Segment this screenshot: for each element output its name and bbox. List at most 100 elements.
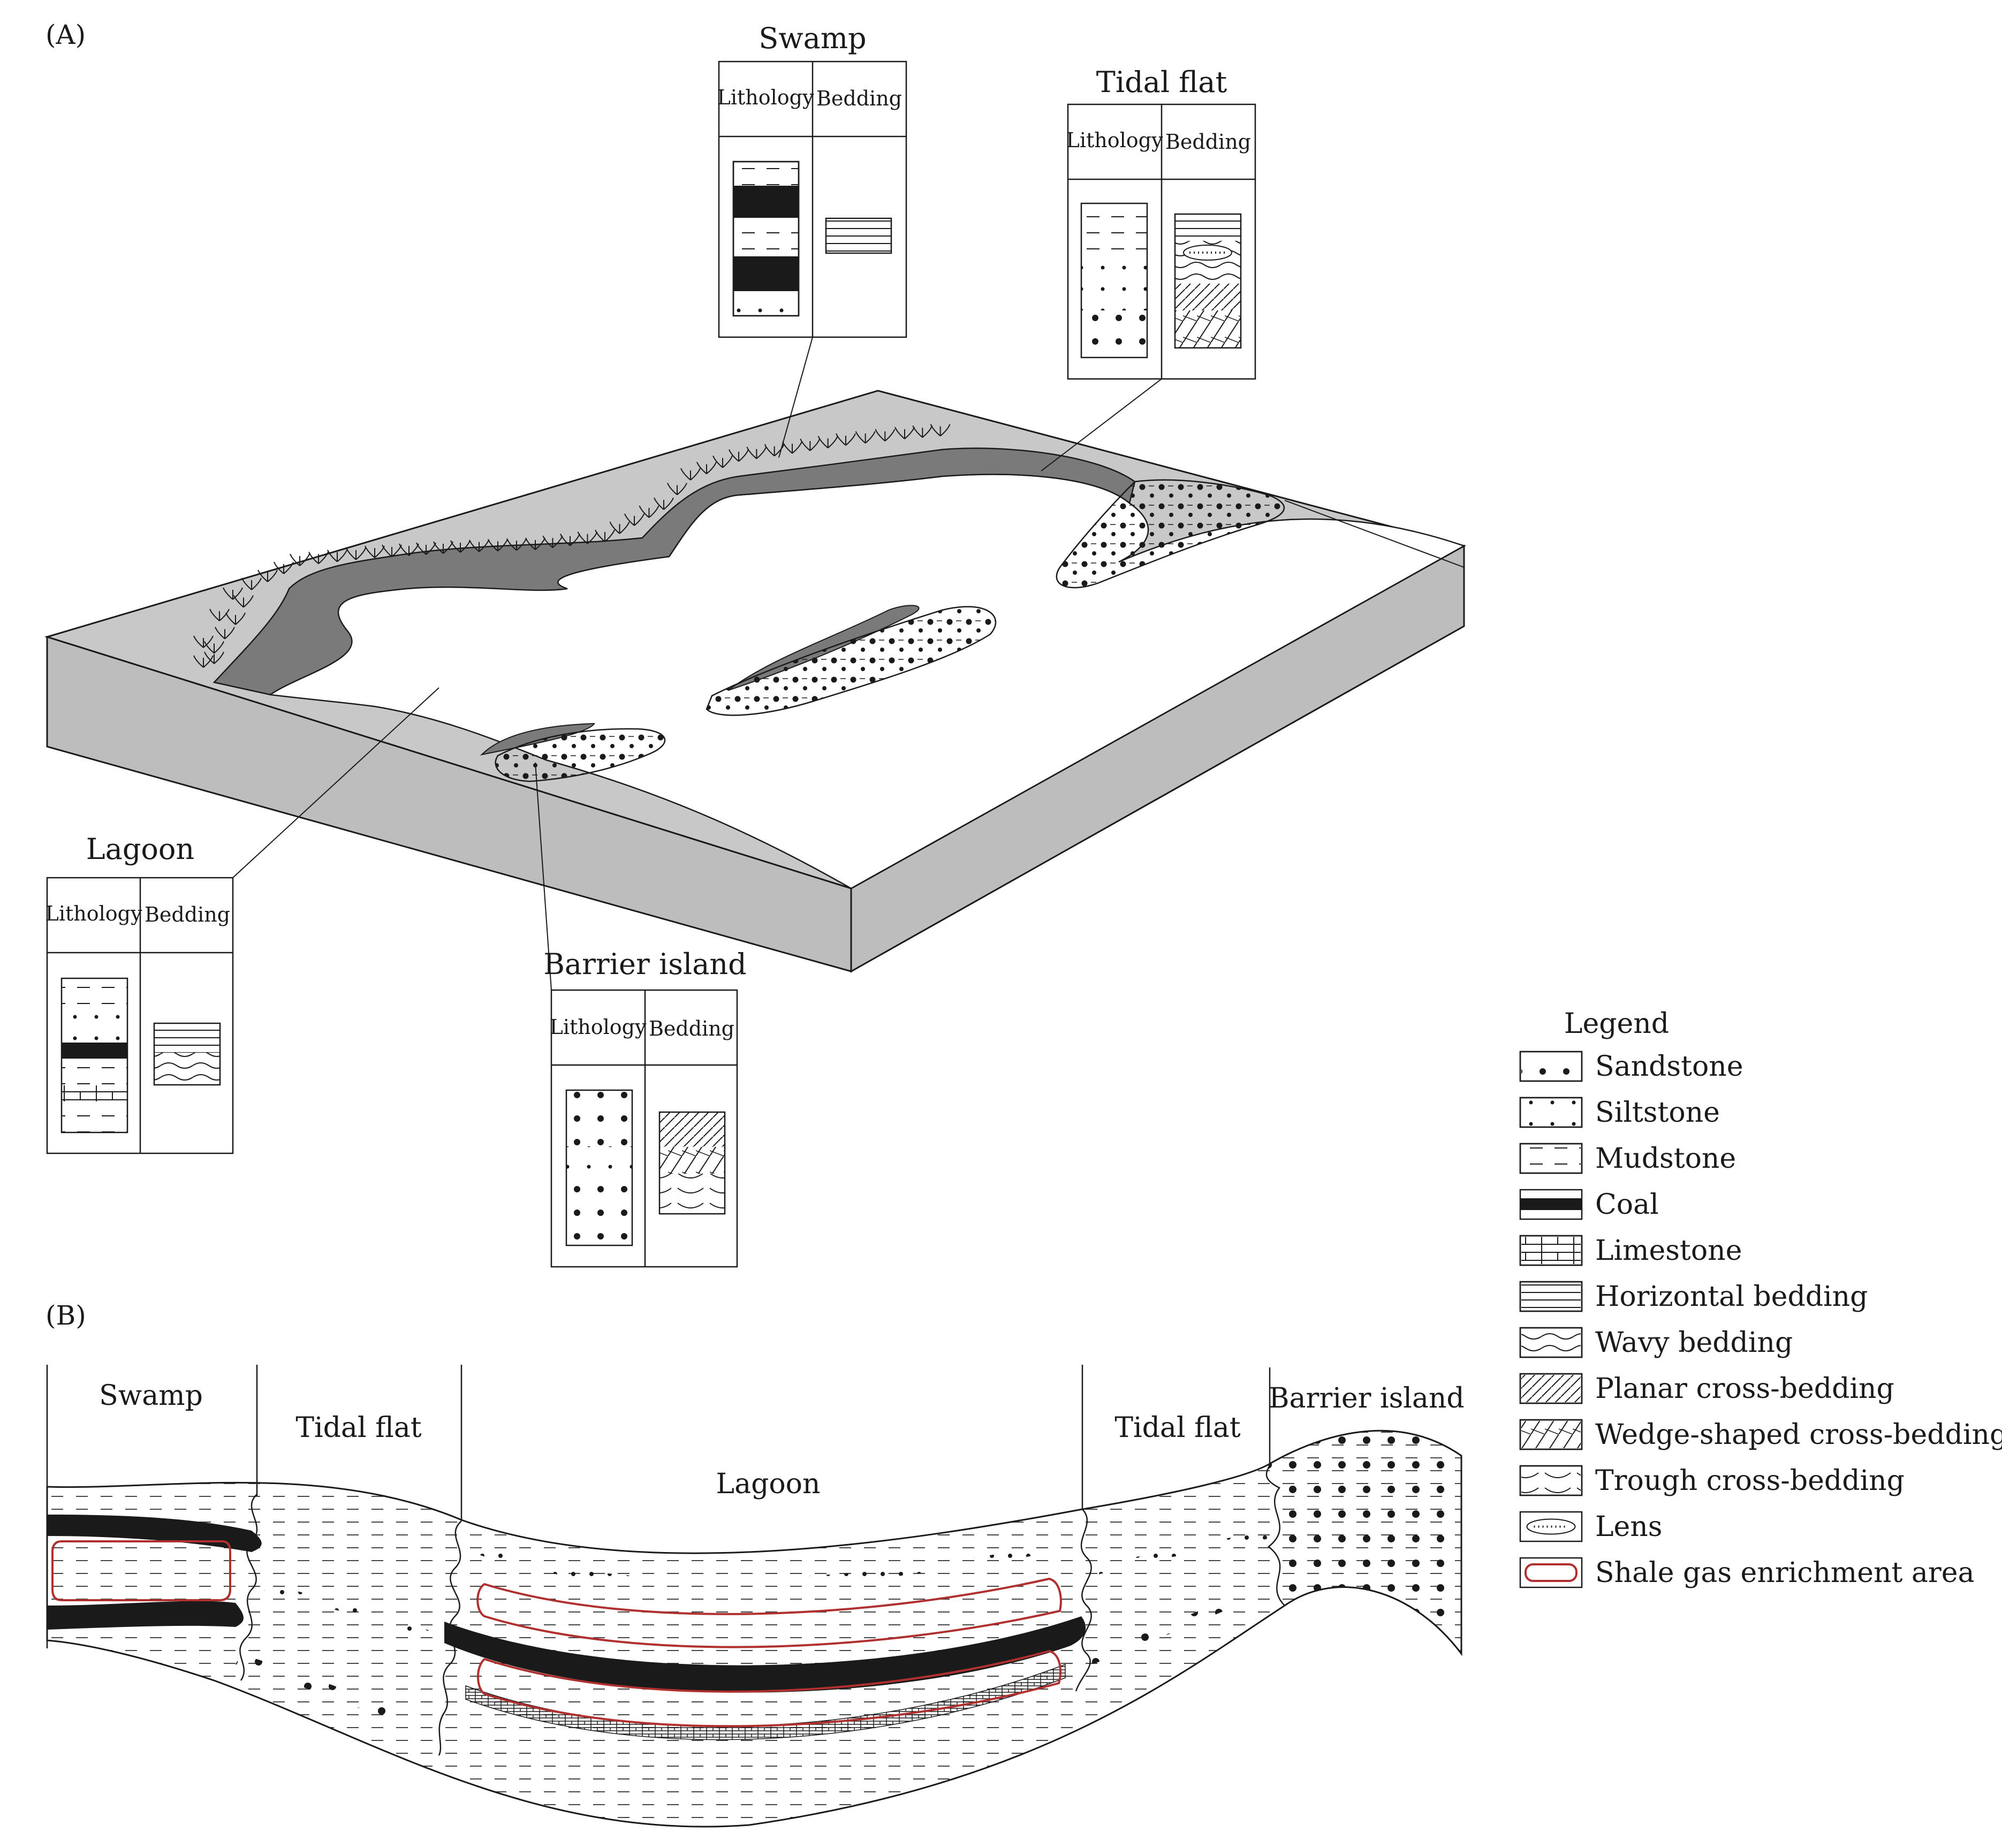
lithology-log-swamp xyxy=(732,161,800,317)
legend-label: Mudstone xyxy=(1595,1143,1736,1175)
section-sand-band-right xyxy=(1092,1584,1263,1664)
legend-item: Wedge-shaped cross-bedding xyxy=(1519,1419,2002,1451)
legend-label: Coal xyxy=(1595,1189,1659,1221)
legend-title: Legend xyxy=(1564,1008,1669,1040)
legend: Legend SandstoneSiltstoneMudstoneCoalLim… xyxy=(1519,1008,2002,1589)
zone-label-tidal-flat-right: Tidal flat xyxy=(1114,1412,1240,1444)
zone-label-tidal-flat-left: Tidal flat xyxy=(295,1412,421,1444)
section-silt-band-lagoon-top xyxy=(471,1541,1065,1587)
section-sand-band-left xyxy=(236,1654,428,1739)
legend-label: Shale gas enrichment area xyxy=(1595,1557,1975,1589)
column-title-swamp: Swamp xyxy=(759,21,866,55)
facies-column-barrier-island: Barrier island Lithology Bedding xyxy=(543,947,747,1268)
column-title-tidal-flat: Tidal flat xyxy=(1096,65,1227,99)
barrier-island-lower-left xyxy=(495,728,666,782)
leader-lines xyxy=(232,337,1162,991)
legend-label: Sandstone xyxy=(1595,1051,1743,1083)
swamp-plant-icon xyxy=(204,651,224,664)
limestone-icon xyxy=(1519,1235,1583,1266)
swamp-plant-icon xyxy=(382,544,402,557)
legend-item: Siltstone xyxy=(1519,1097,1720,1129)
legend-item: Shale gas enrichment area xyxy=(1519,1557,1975,1589)
swamp-plant-icon xyxy=(680,468,701,481)
swamp-plant-icon xyxy=(595,529,615,542)
legend-item: Trough cross-bedding xyxy=(1519,1465,1905,1497)
facies-column-swamp: Swamp Lithology Bedding xyxy=(717,21,907,338)
swamp-plant-icon xyxy=(836,433,856,446)
zone-label-swamp: Swamp xyxy=(99,1380,203,1412)
swamp-plant-icon xyxy=(223,587,243,600)
leader-line-swamp xyxy=(778,337,813,458)
legend-label: Wavy bedding xyxy=(1595,1327,1793,1359)
section-coal-seam-lagoon xyxy=(444,1616,1086,1693)
section-barrier-island-sand xyxy=(1265,1430,1462,1656)
swamp-plant-icon xyxy=(488,539,508,552)
section-coal-seam-upper xyxy=(47,1515,262,1552)
leader-line-barrier-island xyxy=(535,762,552,991)
mudstone-icon xyxy=(1519,1143,1583,1174)
shale-gas-enrichment-areas xyxy=(51,1540,1062,1728)
coal-icon xyxy=(1519,1189,1583,1220)
swamp-plant-icon xyxy=(855,431,876,444)
bedding-head-tidal-flat: Bedding xyxy=(1165,130,1251,154)
lithology-head-tidal-flat: Lithology xyxy=(1066,128,1163,152)
sandstone-icon xyxy=(1519,1051,1583,1082)
shale-gas-area-lagoon-upper xyxy=(476,1577,1062,1648)
legend-label: Lens xyxy=(1595,1511,1662,1543)
legend-item: Wavy bedding xyxy=(1519,1327,1793,1359)
wedge-cross-bedding-icon xyxy=(1519,1419,1583,1450)
swamp-plant-icon xyxy=(433,541,453,554)
swamp-plant-icon xyxy=(875,429,896,442)
lens-icon xyxy=(1519,1511,1583,1542)
lithology-log-barrier-island xyxy=(565,1089,633,1246)
swamp-plant-icon xyxy=(506,538,527,551)
shale-gas-area-swamp xyxy=(51,1540,231,1601)
swamp-plant-icon xyxy=(215,627,235,640)
swamp-plant-icon xyxy=(346,547,366,560)
swamp-plant-icon xyxy=(290,553,310,566)
trough-cross-bedding-icon xyxy=(1519,1465,1583,1496)
legend-item: Planar cross-bedding xyxy=(1519,1373,1894,1405)
swamp-plant-icon xyxy=(930,424,951,437)
legend-item: Mudstone xyxy=(1519,1143,1736,1175)
zone-label-lagoon: Lagoon xyxy=(716,1468,821,1500)
shoreline-band xyxy=(213,447,1136,696)
lithology-head-lagoon: Lithology xyxy=(46,902,142,925)
facies-column-tidal-flat: Tidal flat Lithology Bedding xyxy=(1066,65,1256,380)
swamp-plant-icon xyxy=(399,543,419,556)
legend-label: Planar cross-bedding xyxy=(1595,1373,1894,1405)
swamp-plant-icon xyxy=(274,561,294,574)
swamp-plant-icon xyxy=(609,521,630,534)
cross-section: Swamp Tidal flat Lagoon Tidal flat Barri… xyxy=(46,1365,1465,1828)
section-silt-band-left xyxy=(252,1579,450,1646)
leader-line-lagoon xyxy=(232,687,439,878)
lithology-head-swamp: Lithology xyxy=(717,86,814,109)
swamp-plant-icon xyxy=(639,505,659,518)
panel-label-b: (B) xyxy=(46,1300,86,1331)
facies-column-lagoon: Lagoon Lithology Bedding xyxy=(46,832,234,1154)
lithology-log-lagoon xyxy=(60,977,128,1134)
swamp-plant-icon xyxy=(729,449,749,462)
swamp-plant-icon xyxy=(209,609,230,621)
lithology-log-tidal-flat xyxy=(1080,202,1148,359)
legend-item: Coal xyxy=(1519,1189,1659,1221)
swamp-plant-icon xyxy=(746,446,767,459)
block-diagram xyxy=(44,390,1466,973)
swamp-plant-icon xyxy=(233,595,254,608)
swamp-plant-icon xyxy=(327,550,347,562)
panel-label-a: (A) xyxy=(46,19,86,50)
swamp-plant-icon xyxy=(450,540,471,553)
swamp-plant-icon xyxy=(696,461,717,475)
swamp-plant-icon xyxy=(308,551,329,565)
swamp-plant-icon xyxy=(712,455,733,468)
legend-label: Wedge-shaped cross-bedding xyxy=(1595,1419,2002,1451)
shoreline-edge-line xyxy=(1284,500,1465,568)
legend-item: Horizontal bedding xyxy=(1519,1281,1868,1313)
wavy-bedding-icon xyxy=(1519,1327,1583,1358)
legend-label: Horizontal bedding xyxy=(1595,1281,1868,1313)
section-coal-seam-lower xyxy=(47,1601,244,1630)
swamp-plant-icon xyxy=(365,545,385,558)
lithology-head-barrier-island: Lithology xyxy=(550,1015,647,1039)
